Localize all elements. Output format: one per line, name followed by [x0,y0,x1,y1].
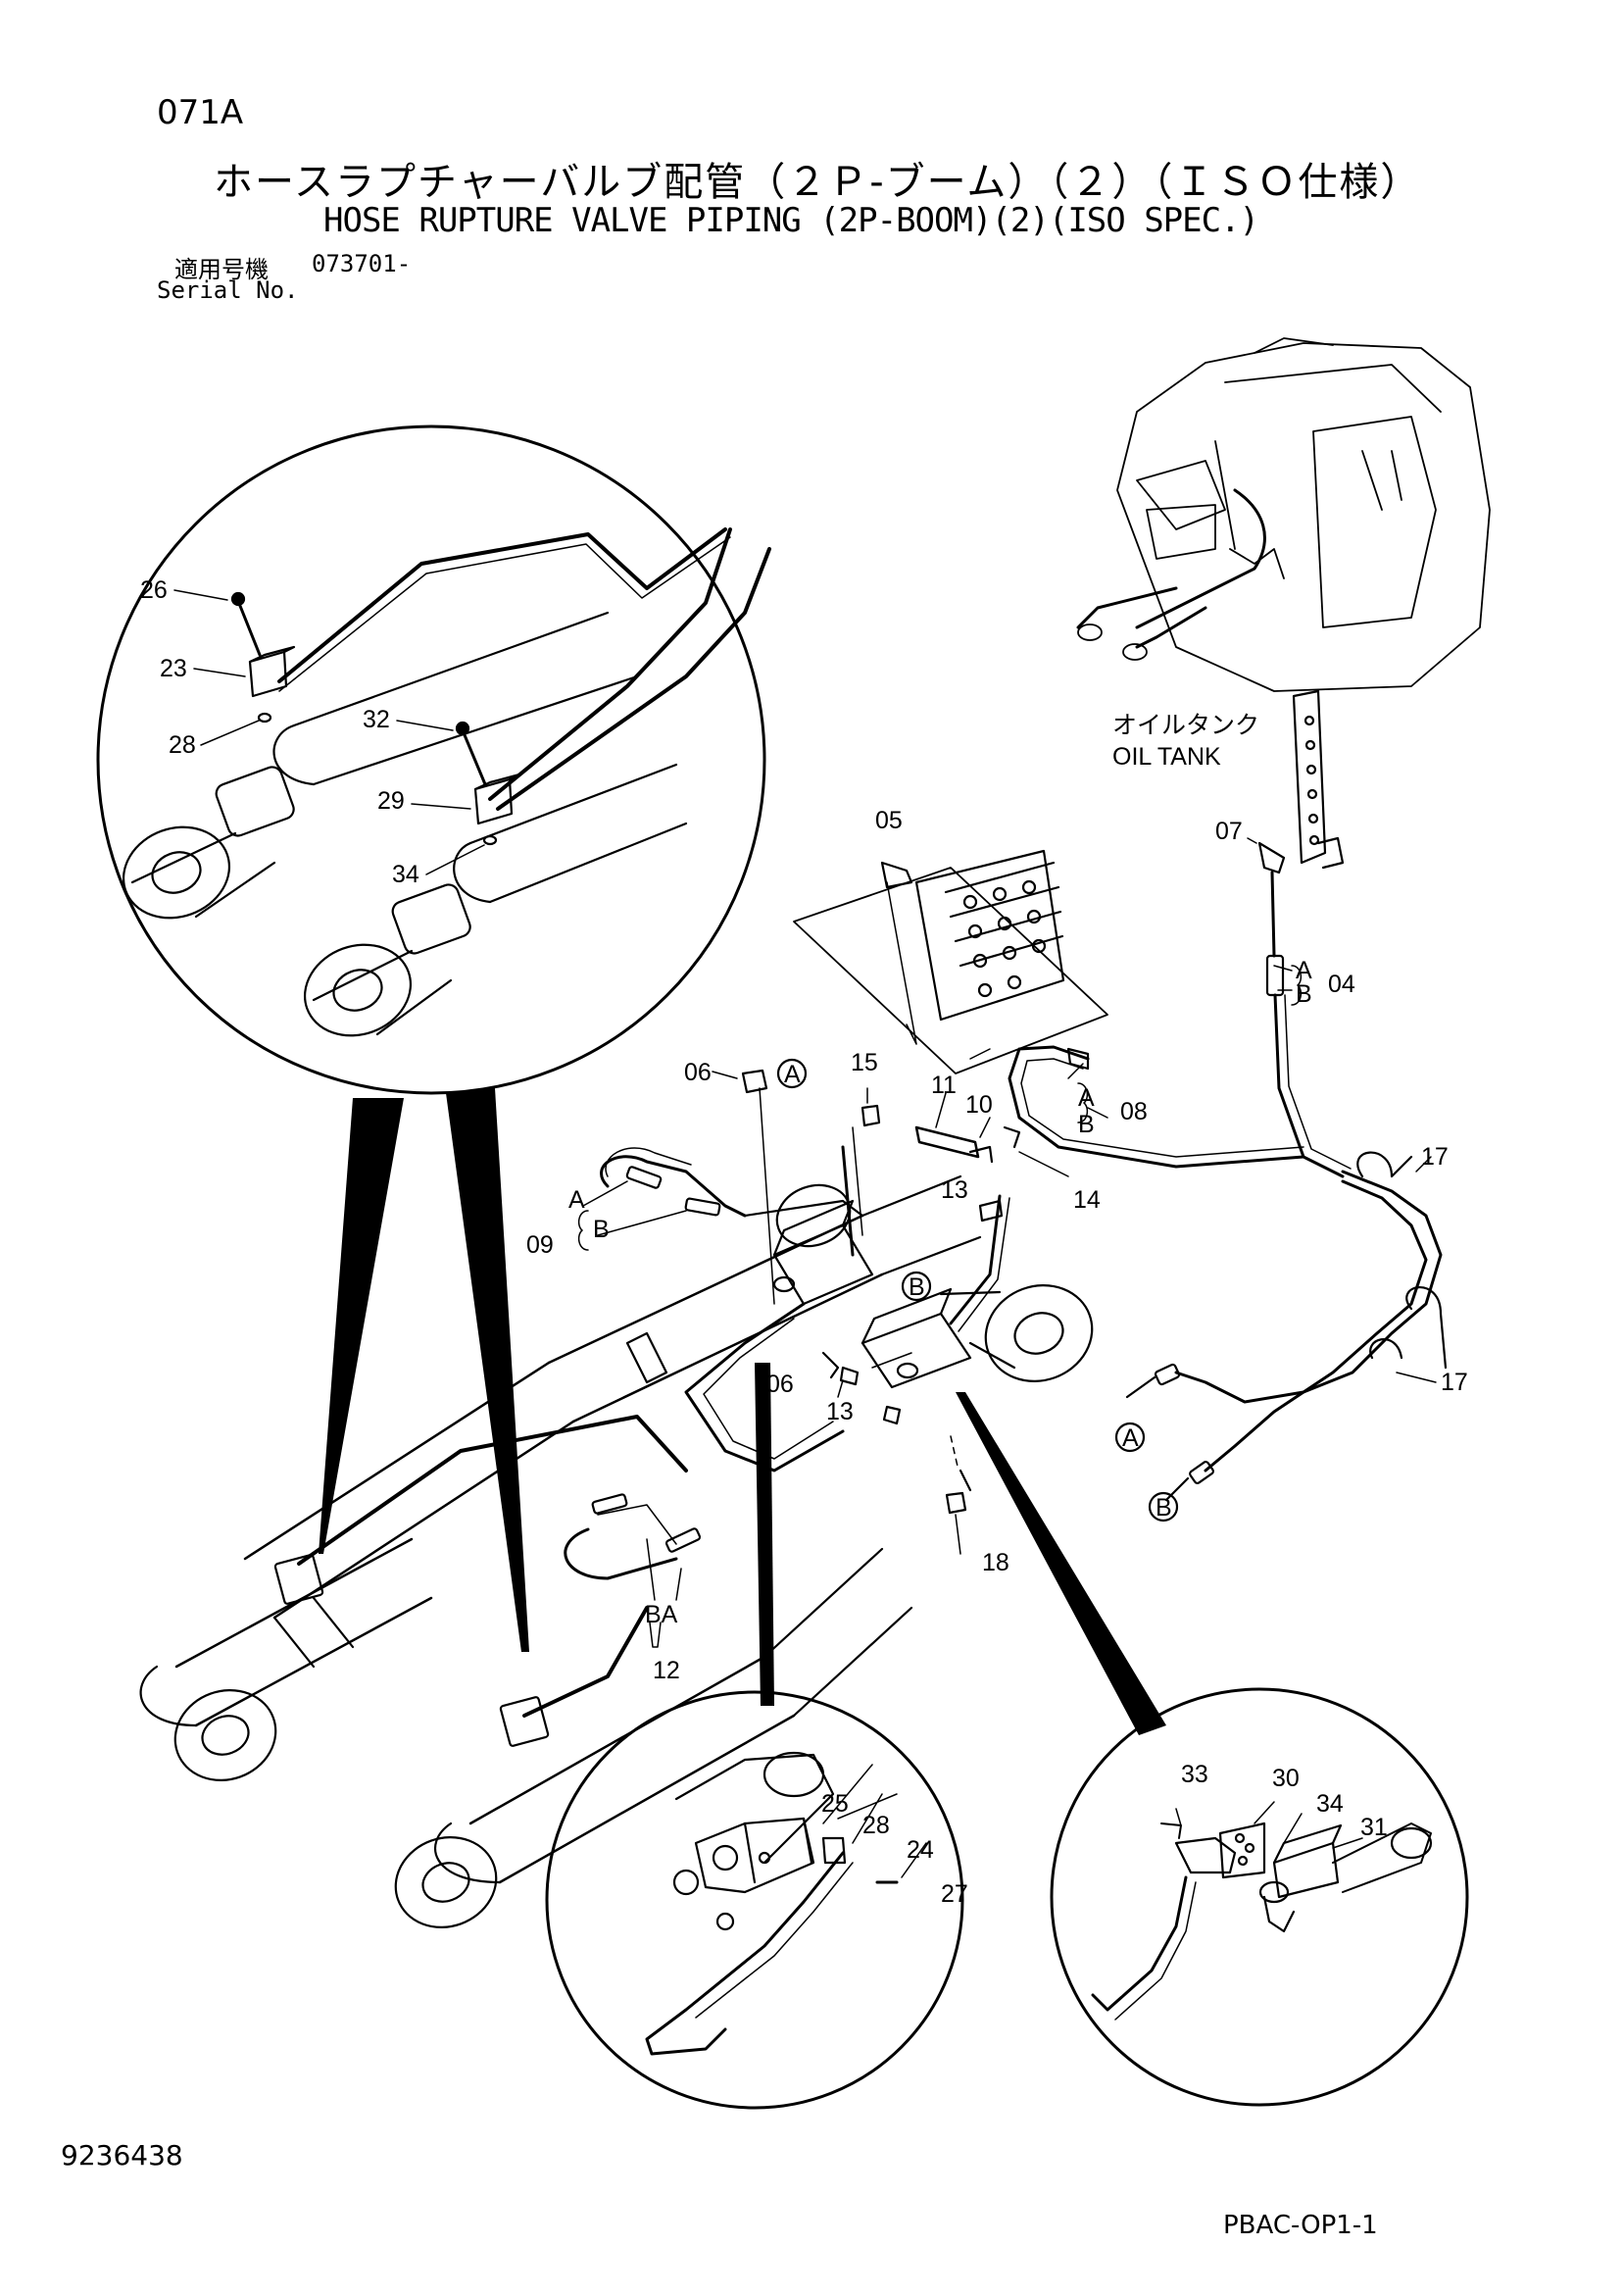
part-08: 08 [1120,1098,1148,1125]
part-34: 34 [392,861,419,888]
circle-a-upper: A [784,1061,801,1088]
sheet-code: PBAC-OP1-1 [1223,2211,1378,2240]
part-28: 28 [169,731,196,759]
part-17-upper: 17 [1421,1143,1449,1171]
part-34-detail: 34 [1316,1790,1344,1818]
oil-tank-bracket [1292,689,1345,870]
oil-tank-label-en: OIL TANK [1112,743,1221,771]
title-japanese: ホースラプチャーバルブ配管（２Ｐ-ブーム）（２）（ＩＳＯ仕様） [214,160,1422,205]
detail-circle-cylinder-heads [96,424,771,1095]
serial-number-value: 073701- [312,250,412,277]
part-23: 23 [160,655,187,682]
part-17-lower: 17 [1441,1369,1468,1396]
page-code: 071A [157,93,244,132]
detail-circle-valve-25 [545,1690,964,2110]
part-25: 25 [821,1790,849,1818]
detail-circle-valve-31 [1050,1687,1469,2107]
part-04-b: B [1296,980,1312,1008]
part-07: 07 [1215,818,1243,845]
part-13: 13 [941,1176,968,1204]
part-06-lower: 06 [766,1371,794,1398]
serial-label-japanese: 適用号機 [174,256,269,283]
part-12-ba: BA [645,1601,678,1628]
circle-a-lower: A [1122,1424,1139,1452]
part-12: 12 [653,1657,680,1684]
boom-cylinders-main-assembly [139,837,1437,1928]
part-26: 26 [140,576,168,604]
part-04: 04 [1328,971,1355,998]
circle-b-upper: B [909,1273,925,1301]
part-09-b: B [593,1216,610,1243]
part-14: 14 [1073,1186,1101,1214]
part-08-b: B [1078,1111,1095,1138]
part-11: 11 [931,1072,957,1099]
part-27: 27 [941,1880,968,1908]
part-28-detail: 28 [862,1812,890,1839]
part-09: 09 [526,1231,554,1259]
part-33: 33 [1181,1761,1208,1788]
part-09-a: A [568,1186,585,1214]
oil-tank-label-jp: オイルタンク [1112,712,1259,739]
part-31: 31 [1360,1814,1388,1841]
part-15: 15 [851,1049,878,1076]
circle-b-lower: B [1156,1494,1172,1522]
control-valve-block [793,849,1108,1074]
title-english: HOSE RUPTURE VALVE PIPING (2P-BOOM)(2)(I… [323,201,1259,240]
part-13-lower: 13 [826,1398,854,1425]
part-30: 30 [1272,1765,1300,1792]
excavator-location-thumbnail [1076,337,1491,692]
serial-label-english: Serial No. [157,276,299,304]
part-10: 10 [965,1091,993,1119]
part-05: 05 [875,807,903,834]
part-32: 32 [363,706,390,733]
part-06: 06 [684,1059,712,1086]
part-08-a: A [1078,1084,1095,1112]
part-18: 18 [982,1549,1009,1576]
part-29: 29 [377,787,405,815]
drawing-number: 9236438 [61,2139,183,2171]
part-04-a: A [1296,957,1312,984]
part-24: 24 [907,1836,934,1864]
